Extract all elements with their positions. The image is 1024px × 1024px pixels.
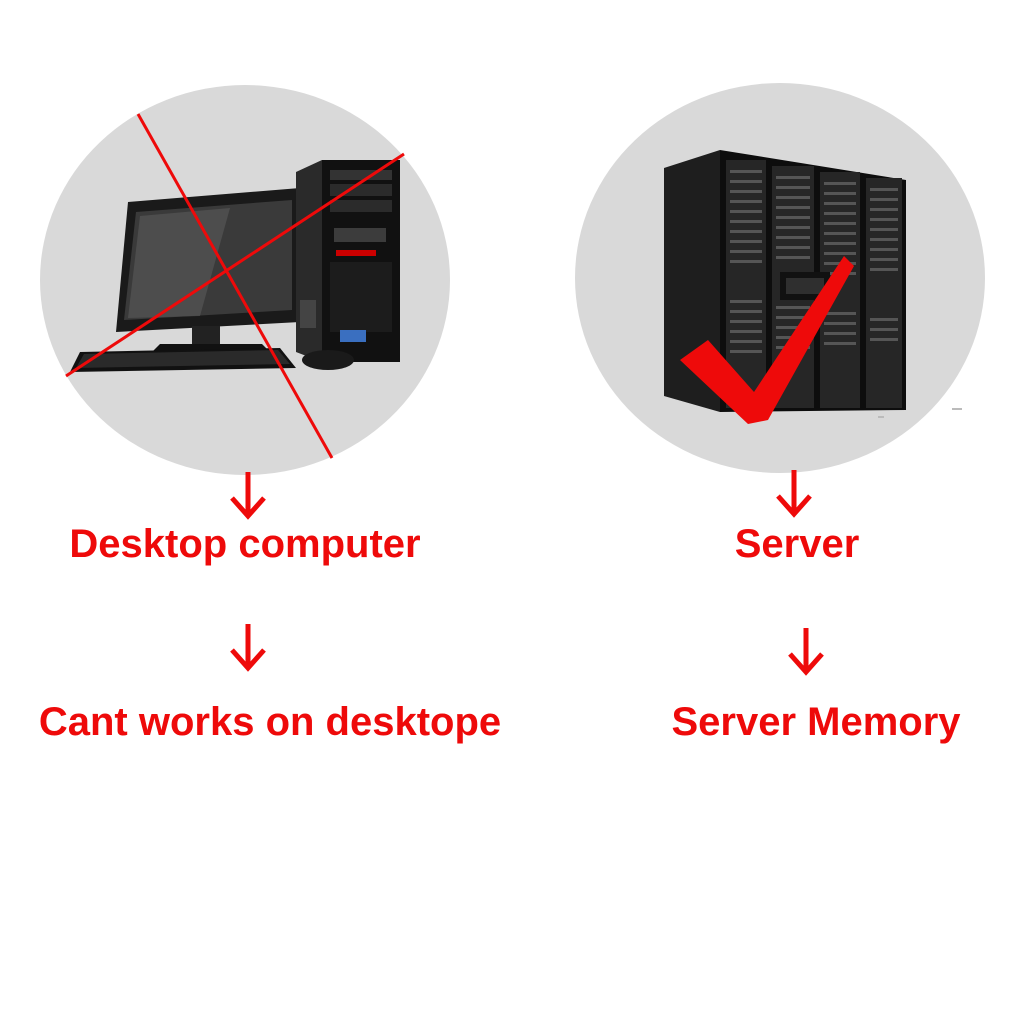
desktop-computer-illustration [65,113,405,459]
down-arrow-icon [230,624,266,672]
down-arrow-icon [230,472,266,520]
desktop-note: Cant works on desktope [38,700,502,744]
down-arrow-icon [776,470,812,518]
server-panel: Server Server Memory [512,0,1024,1024]
desktop-heading: Desktop computer [69,522,421,566]
keyboard-icon [70,348,296,372]
server-heading: Server [734,522,860,566]
tower-case-icon [296,160,400,362]
check-mark-icon [680,256,854,424]
server-rack-illustration [664,150,962,424]
mouse-icon [302,350,354,370]
down-arrow-icon [788,628,824,676]
cross-mark-icon [65,113,405,459]
monitor-icon [116,188,300,352]
server-note: Server Memory [671,700,961,744]
desktop-panel: Desktop computer Cant works on desktope [39,85,501,744]
